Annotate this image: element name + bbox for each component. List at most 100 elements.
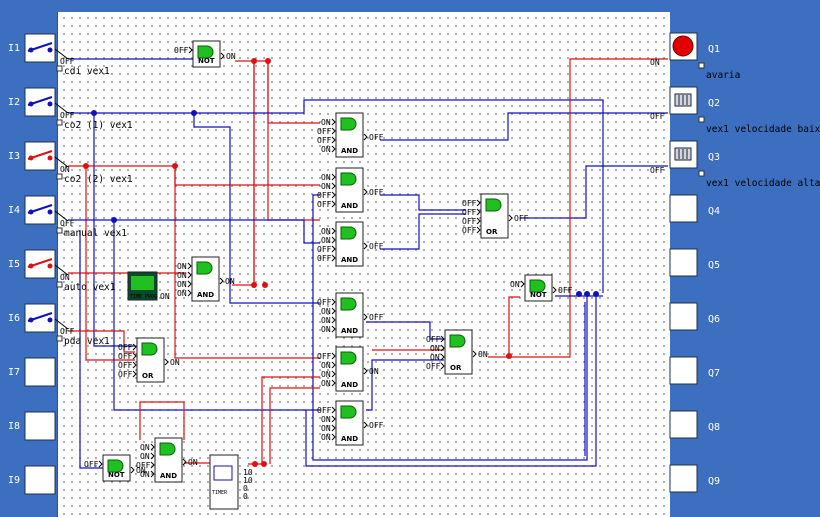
output-checkbox[interactable]: [698, 62, 705, 69]
gate-symbol-icon: [529, 279, 546, 293]
switch-icon[interactable]: [27, 312, 53, 323]
switch-icon[interactable]: [27, 42, 53, 53]
output-terminal-q9[interactable]: Q9: [669, 464, 720, 493]
gate-input-state: OFF: [136, 461, 151, 470]
input-box[interactable]: [24, 465, 56, 495]
input-box[interactable]: [24, 411, 56, 441]
output-box[interactable]: [669, 464, 698, 493]
output-checkbox[interactable]: [698, 170, 705, 177]
chevron-right-icon: [363, 313, 368, 321]
wire-on-2: [232, 60, 255, 286]
wire-off-6: [68, 99, 604, 293]
output-box[interactable]: [669, 410, 698, 439]
motor-icon: [674, 93, 692, 107]
chevron-right-icon: [331, 182, 336, 190]
chevron-right-icon: [331, 415, 336, 423]
gate-input-state: ON: [177, 280, 187, 289]
switch-icon[interactable]: [27, 150, 53, 161]
chevron-right-icon: [331, 307, 336, 315]
output-terminal-q8[interactable]: Q8: [669, 410, 720, 439]
input-box[interactable]: [24, 357, 56, 387]
output-terminal-q4[interactable]: Q4: [669, 194, 720, 223]
switch-icon[interactable]: [27, 96, 53, 107]
timer-value: 10: [243, 476, 253, 485]
timer-value: 0: [243, 484, 248, 493]
input-checkbox[interactable]: [56, 227, 63, 234]
chevron-right-icon: [331, 298, 336, 306]
output-box[interactable]: [669, 302, 698, 331]
output-terminal-q6[interactable]: Q6: [669, 302, 720, 331]
output-state: OFF: [650, 112, 665, 121]
input-terminal-i8[interactable]: I8: [8, 411, 56, 441]
gate-type-label: NOT: [198, 57, 215, 65]
chevron-right-icon: [331, 361, 336, 369]
gate-output-state: OFF: [369, 242, 384, 251]
input-id-label: I8: [8, 421, 20, 432]
input-terminal-i9[interactable]: I9: [8, 465, 56, 495]
output-box[interactable]: [669, 194, 698, 223]
input-id-label: I6: [8, 313, 20, 324]
gate-input-state: ON: [177, 262, 187, 271]
input-checkbox[interactable]: [56, 281, 63, 288]
gate-body[interactable]: [192, 40, 221, 68]
input-id-label: I2: [8, 97, 20, 108]
input-checkbox[interactable]: [56, 335, 63, 342]
wire-off-19: [380, 213, 466, 250]
wire-junction-5: [91, 110, 97, 116]
gate-type-label: AND: [341, 381, 358, 389]
output-box[interactable]: [669, 248, 698, 277]
timer-block-body[interactable]: [209, 454, 239, 510]
input-label: auto vex1: [64, 282, 116, 293]
gate-symbol-icon: [196, 261, 213, 275]
input-terminal-i7[interactable]: I7: [8, 357, 56, 387]
output-terminal-q7[interactable]: Q7: [669, 356, 720, 385]
gate-symbol-icon: [340, 405, 357, 419]
chevron-right-icon: [331, 379, 336, 387]
gate-input-state: OFF: [317, 245, 332, 254]
switch-icon[interactable]: [27, 258, 53, 269]
wire-off-12: [68, 219, 320, 411]
gate-output-state: OFF: [369, 188, 384, 197]
switch-icon[interactable]: [27, 204, 53, 215]
input-checkbox[interactable]: [56, 119, 63, 126]
output-box[interactable]: [669, 356, 698, 385]
input-checkbox[interactable]: [56, 173, 63, 180]
wire-junction-7: [83, 163, 89, 169]
input-checkbox[interactable]: [56, 65, 63, 72]
output-id-label: Q4: [708, 206, 720, 217]
chevron-right-icon: [331, 227, 336, 235]
gate-input-state: ON: [140, 443, 150, 452]
timer-block-label: TIMER: [212, 490, 228, 496]
wire-junction-10: [506, 353, 512, 359]
output-checkbox[interactable]: [698, 116, 705, 123]
output-terminal-q5[interactable]: Q5: [669, 248, 720, 277]
gate-type-label: OR: [142, 372, 154, 380]
status-block-label: TIME PROG: [130, 294, 157, 300]
